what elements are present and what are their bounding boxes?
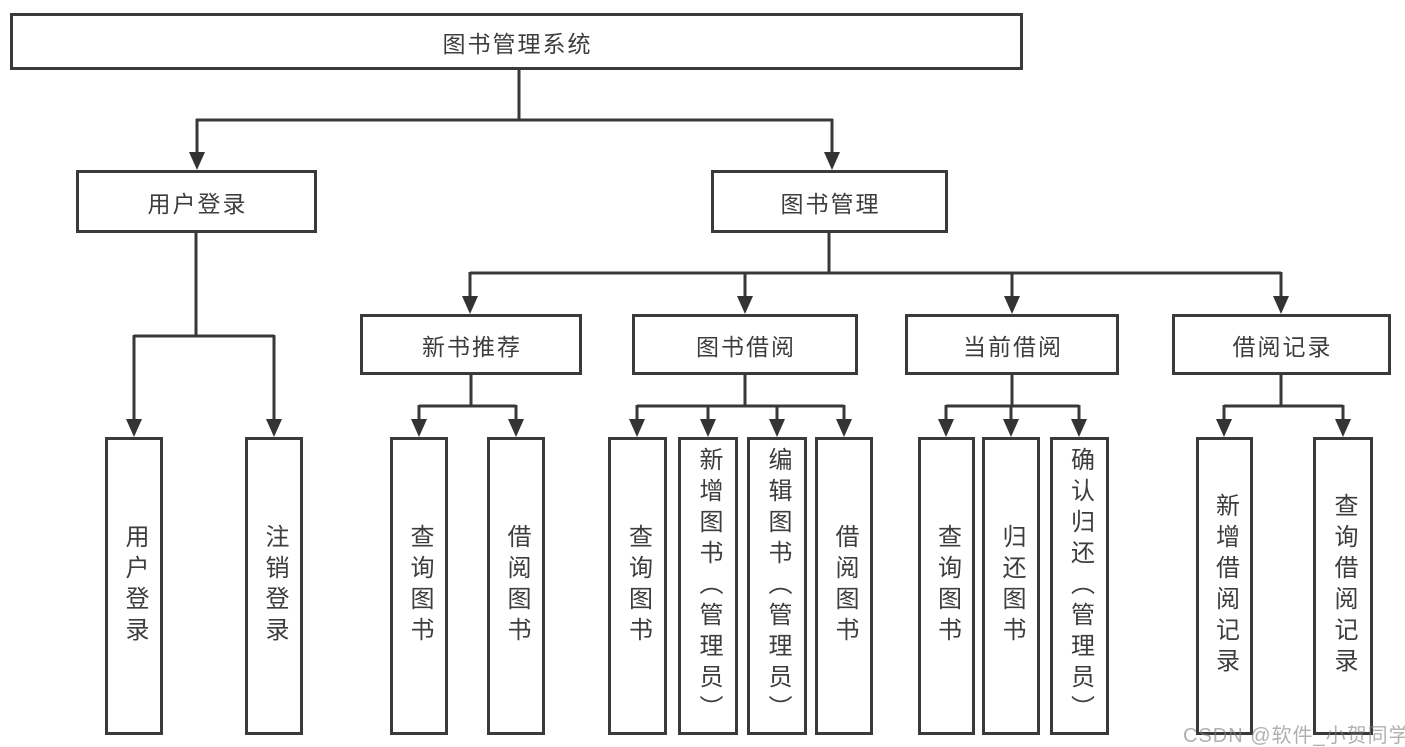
node-borrow-records: 借阅记录	[1172, 314, 1391, 375]
node-borrow-borrow-books: 借阅图书	[815, 437, 873, 735]
connector-root	[196, 70, 833, 122]
connector-book-management	[470, 233, 1281, 275]
connector-borrow-records	[1224, 375, 1343, 408]
connector-book-borrow	[637, 375, 844, 408]
node-borrow-borrow-books-label: 借阅图书	[831, 524, 858, 648]
node-current-borrow-label: 当前借阅	[963, 333, 1063, 360]
node-records-add-record: 新增借阅记录	[1196, 437, 1253, 735]
node-borrow-query-books-label: 查询图书	[624, 524, 652, 648]
csdn-watermark: CSDN @软件_小贺同学	[1183, 725, 1405, 747]
node-current-query-books: 查询图书	[918, 437, 975, 735]
node-user-login-do-login-label: 用户登录	[121, 524, 148, 648]
node-records-query-record-label: 查询借阅记录	[1330, 493, 1357, 679]
node-new-book-recommend-label: 新书推荐	[422, 333, 522, 360]
node-borrow-add-books-admin-label: 新增图书（管理员）	[695, 446, 722, 726]
node-book-management-label: 图书管理	[780, 190, 881, 217]
node-user-login-do-login: 用户登录	[105, 437, 163, 735]
node-borrow-edit-books-admin: 编辑图书（管理员）	[747, 437, 807, 735]
node-current-return-books-label: 归还图书	[998, 524, 1025, 648]
node-book-borrow-label: 图书借阅	[696, 333, 796, 360]
node-root: 图书管理系统	[10, 13, 1023, 70]
arrowheads	[126, 152, 1351, 437]
node-book-management: 图书管理	[711, 170, 948, 233]
node-user-login-logout-label: 注销登录	[261, 524, 288, 648]
node-user-login: 用户登录	[76, 170, 317, 233]
node-borrow-edit-books-admin-label: 编辑图书（管理员）	[764, 446, 791, 726]
node-user-login-label: 用户登录	[147, 190, 248, 217]
node-current-borrow: 当前借阅	[905, 314, 1119, 375]
node-new-book-recommend: 新书推荐	[360, 314, 582, 375]
node-current-confirm-return-admin-label: 确认归还（管理员）	[1066, 446, 1094, 726]
node-user-login-logout: 注销登录	[245, 437, 303, 735]
node-borrow-query-books: 查询图书	[608, 437, 667, 735]
node-current-return-books: 归还图书	[982, 437, 1040, 735]
node-records-add-record-label: 新增借阅记录	[1211, 493, 1239, 679]
node-borrow-add-books-admin: 新增图书（管理员）	[678, 437, 738, 735]
connector-current-borrow	[946, 375, 1079, 408]
node-recommend-borrow-books: 借阅图书	[487, 437, 545, 735]
connector-user-login	[134, 233, 274, 338]
node-borrow-records-label: 借阅记录	[1232, 333, 1333, 360]
node-book-borrow: 图书借阅	[632, 314, 858, 375]
node-current-confirm-return-admin: 确认归还（管理员）	[1050, 437, 1109, 735]
node-records-query-record: 查询借阅记录	[1313, 437, 1373, 735]
node-recommend-query-books-label: 查询图书	[406, 524, 433, 648]
node-recommend-borrow-books-label: 借阅图书	[503, 524, 530, 648]
node-recommend-query-books: 查询图书	[390, 437, 448, 735]
node-current-query-books-label: 查询图书	[933, 524, 961, 648]
node-root-label: 图书管理系统	[442, 30, 593, 57]
connector-new-book-recommend	[419, 375, 516, 408]
